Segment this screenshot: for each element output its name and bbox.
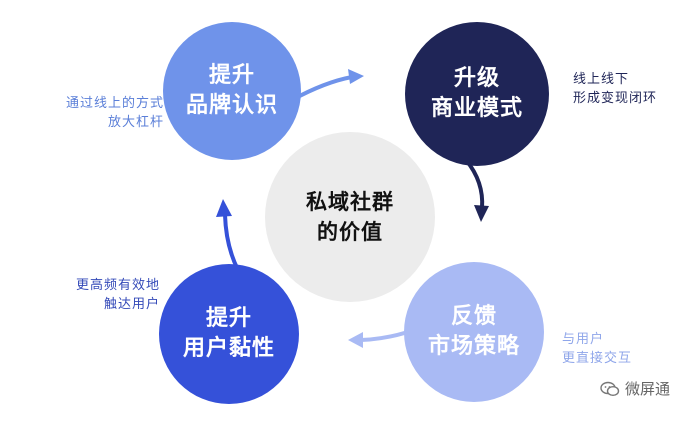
note-feedback-line2: 更直接交互 [562, 351, 633, 366]
arrow-head-feedback-to-sticky [348, 332, 363, 348]
note-brand-line1: 通过线上的方式 [65, 96, 164, 111]
arrow-business-to-feedback [464, 158, 485, 210]
node-sticky-line2: 用户黏性 [182, 336, 275, 361]
node-sticky: 提升 用户黏性 [159, 264, 299, 404]
center-title-line1: 私域社群 [306, 190, 394, 214]
arrow-brand-to-business [290, 75, 354, 102]
node-business-line1: 升级 [453, 66, 500, 91]
wechat-icon [600, 381, 620, 396]
center-circle: 私域社群 的价值 [265, 132, 435, 302]
watermark: 微屏通 [600, 378, 670, 399]
note-business: 线上线下 形成变现闭环 [573, 70, 657, 108]
node-feedback-line2: 市场策略 [427, 334, 520, 359]
node-feedback: 反馈 市场策略 [404, 262, 544, 402]
node-brand: 提升 品牌认识 [163, 22, 301, 160]
note-feedback: 与用户 更直接交互 [562, 330, 632, 368]
arrow-sticky-to-brand [223, 213, 240, 272]
watermark-text: 微屏通 [625, 380, 671, 398]
node-feedback-line1: 反馈 [450, 304, 497, 329]
node-brand-line1: 提升 [208, 63, 255, 88]
arrow-head-business-to-feedback [474, 205, 489, 222]
note-business-line1: 线上线下 [573, 72, 630, 87]
center-title-line2: 的价值 [317, 220, 383, 244]
note-feedback-line1: 与用户 [562, 332, 605, 347]
note-business-line2: 形成变现闭环 [573, 91, 658, 106]
note-brand-line2: 放大杠杆 [107, 115, 164, 130]
note-sticky-line1: 更高频有效地 [75, 278, 160, 293]
node-business: 升级 商业模式 [405, 22, 549, 166]
note-sticky-line2: 触达用户 [103, 297, 160, 312]
node-brand-line2: 品牌认识 [185, 93, 278, 118]
note-sticky: 更高频有效地 触达用户 [76, 276, 160, 314]
node-business-line2: 商业模式 [430, 96, 523, 121]
arrow-head-sticky-to-brand [216, 199, 232, 217]
arrow-head-brand-to-business [348, 69, 364, 84]
note-brand: 通过线上的方式 放大杠杆 [66, 94, 164, 132]
node-sticky-line1: 提升 [205, 306, 252, 331]
